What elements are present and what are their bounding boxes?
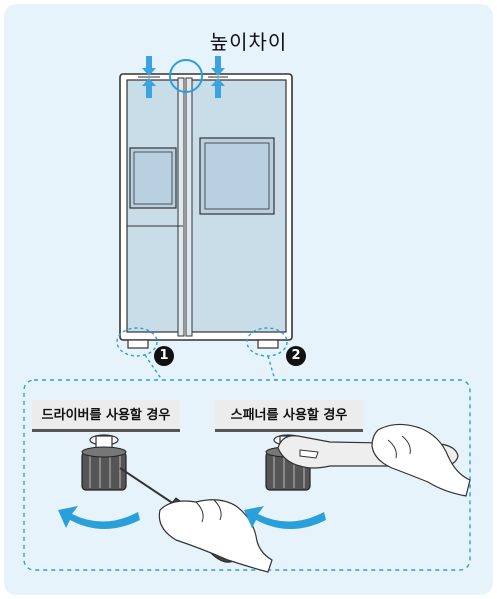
screwdriver-label: 드라이버를 사용할 경우 (32, 400, 180, 432)
left-handle (178, 78, 184, 336)
rotate-left-arrow (58, 506, 140, 529)
right-handle (186, 78, 192, 336)
left-dispenser (130, 148, 176, 208)
callout-number-1: 1 (154, 346, 174, 366)
rotate-right-arrow (244, 506, 326, 529)
right-foot (258, 340, 278, 348)
left-foot (128, 340, 148, 348)
spanner-method-illustration (244, 424, 470, 529)
callout-number-2: 2 (286, 346, 306, 366)
right-dispenser (200, 138, 274, 214)
refrigerator (120, 74, 292, 348)
spanner-label: 스패너를 사용할 경우 (215, 400, 363, 432)
screwdriver-method-illustration (58, 435, 272, 572)
